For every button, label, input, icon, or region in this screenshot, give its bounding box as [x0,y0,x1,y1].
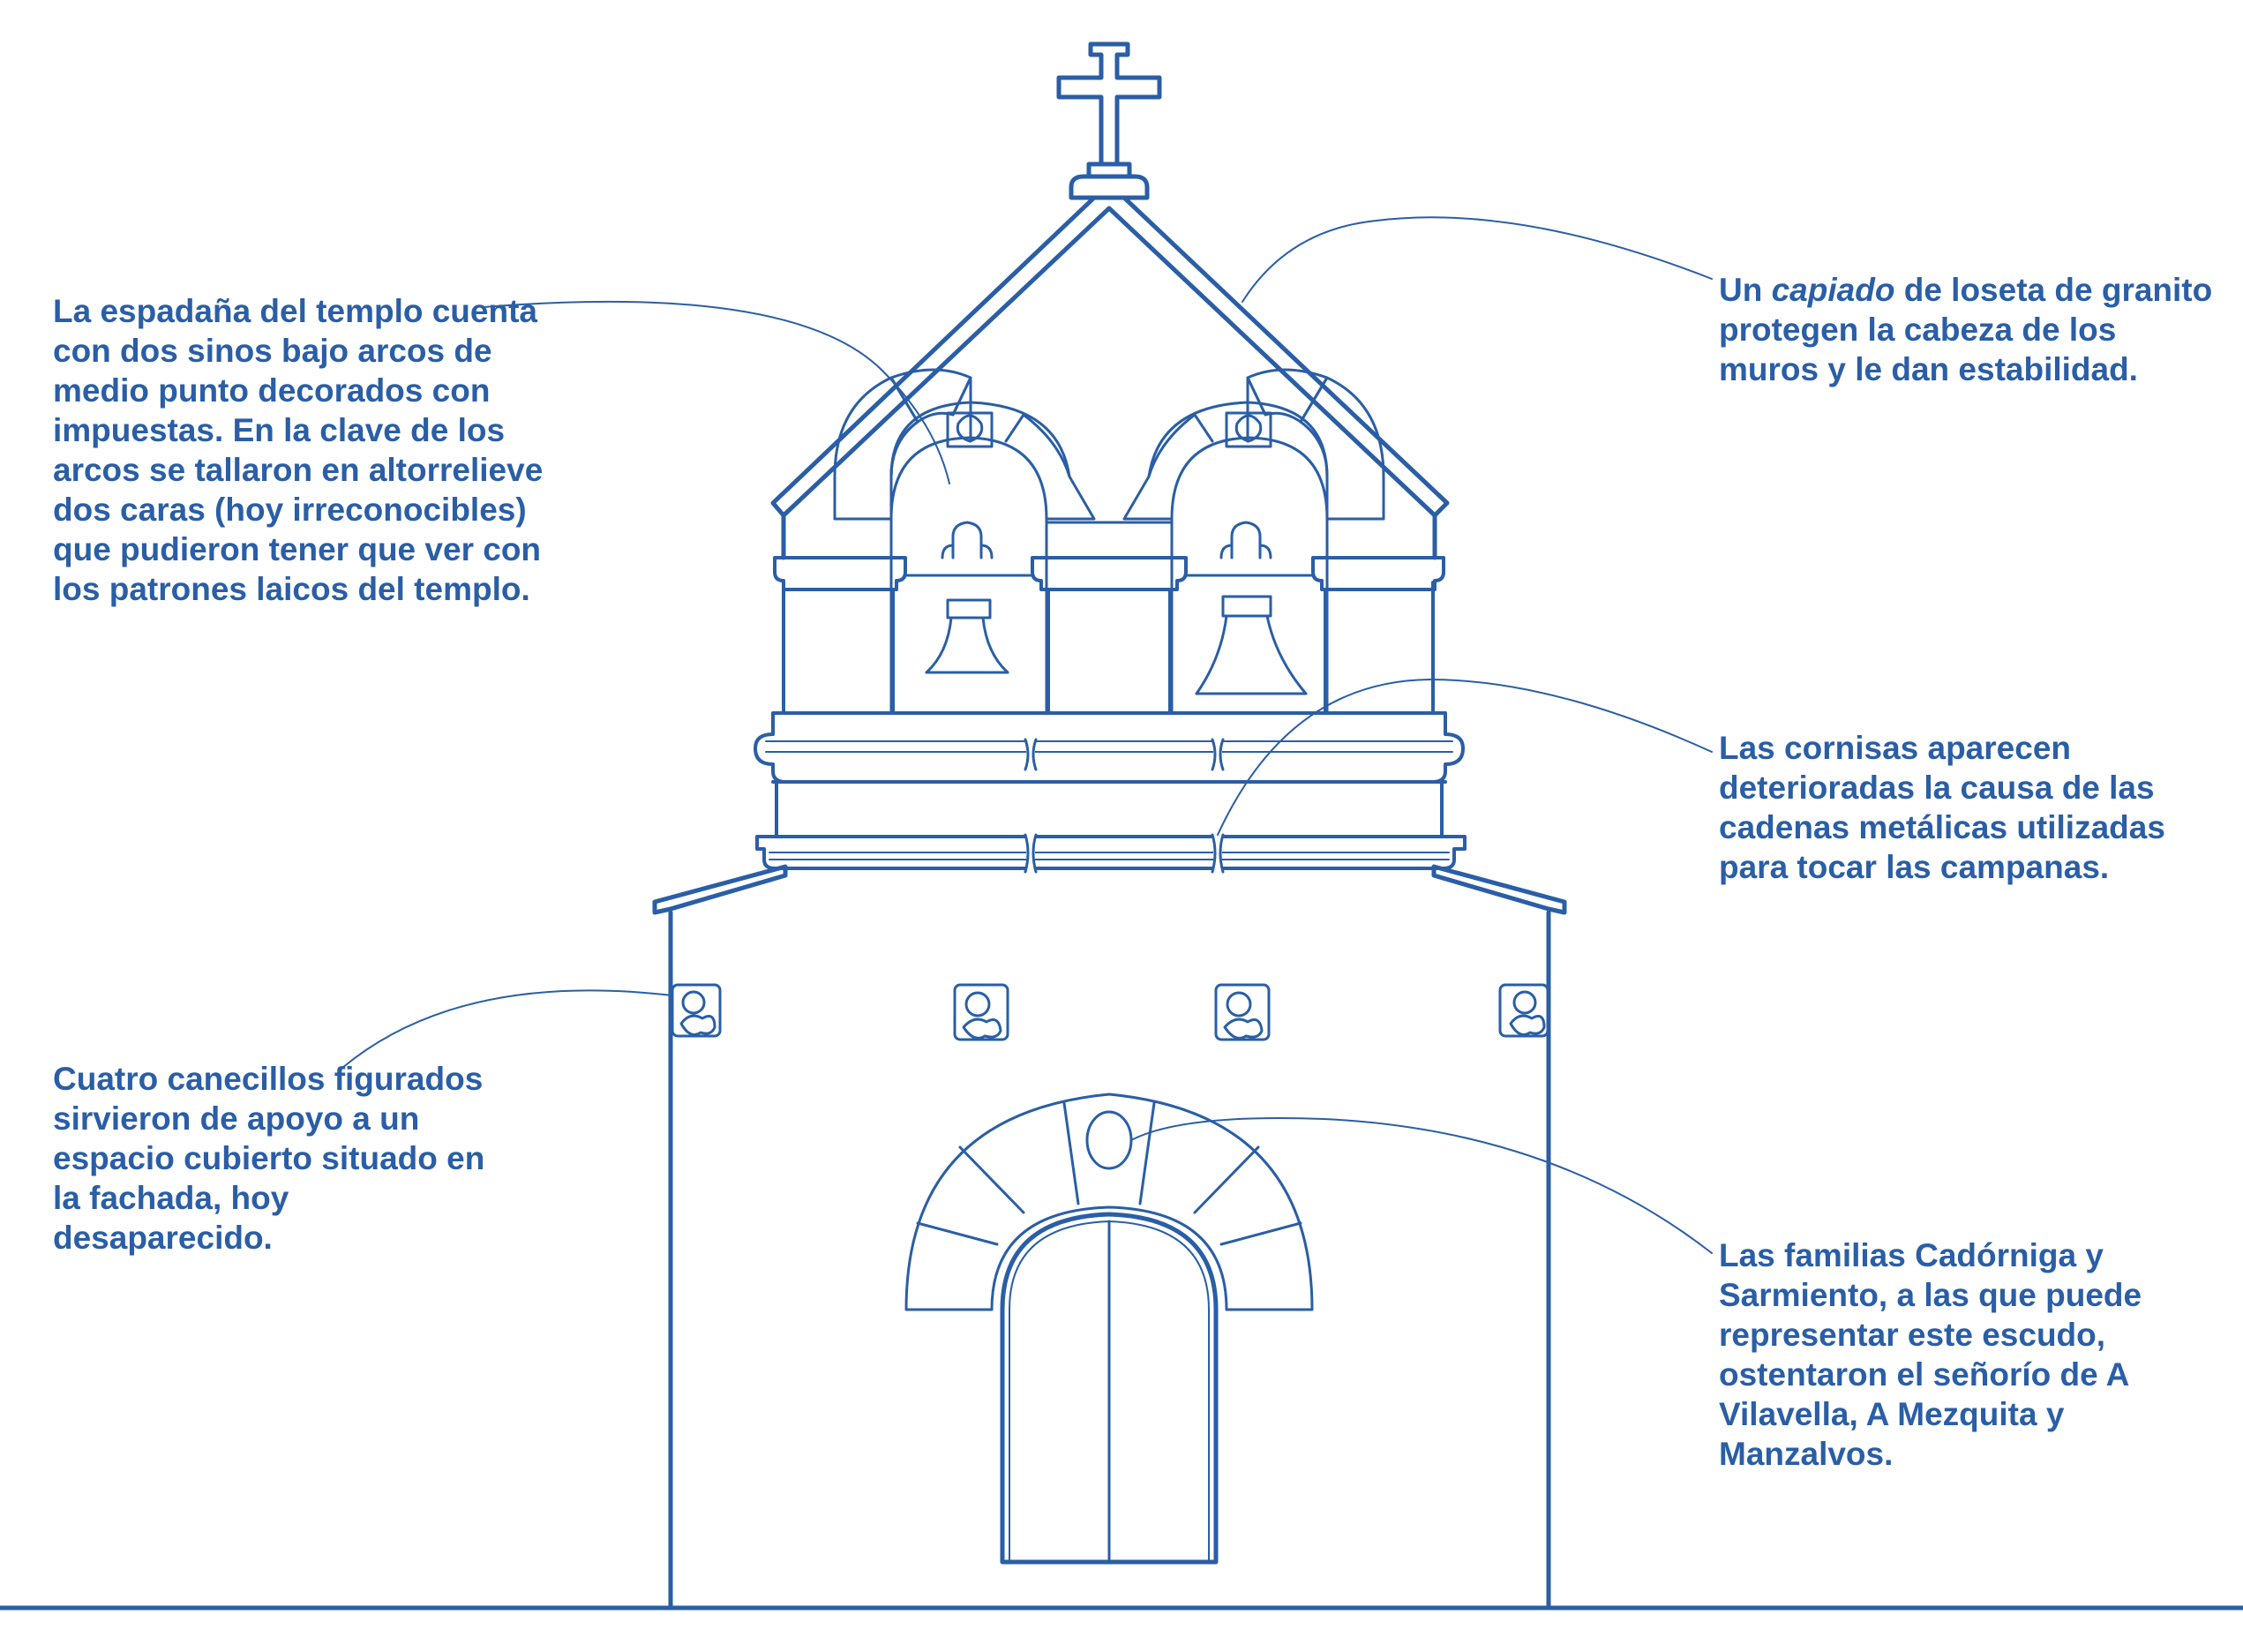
corbel-2 [953,983,1009,1041]
annotation-capiado: Un capiado de loseta de granito protegen… [1719,270,2213,389]
corbel-4 [1498,983,1549,1038]
leader-espadana [483,300,950,484]
annotation-espadana: La espadaña del templo cuenta con dos si… [53,293,544,607]
annotation-capiado-lead: Un [1719,272,1772,308]
leader-canecillos [341,989,673,1069]
lower-cornice [755,835,1467,870]
corbel-1 [671,983,722,1038]
cornice-chain-marks [1024,738,1225,874]
leader-cornisas [1217,679,1713,836]
left-bell [925,521,1009,674]
left-bell-arch [833,368,1096,715]
right-bell [1195,521,1308,695]
right-bell-arch [1122,368,1385,715]
belfry-impost-line [904,521,1315,577]
annotation-canecillos: Cuatro canecillos figurados sirvieron de… [53,1061,485,1256]
coat-of-arms [1085,1110,1133,1170]
leader-lines [341,216,1713,1254]
gable-roof [770,195,1450,560]
belfry-pilasters [773,556,1445,715]
cornice-drum [771,780,1447,838]
annotation-capiado-term: capiado [1771,272,1895,308]
right-eave-capping [1431,864,1567,915]
cross [1056,41,1162,200]
portal-door [1000,1212,1219,1565]
annotation-cornisas: Las cornisas aparecen deterioradas la ca… [1719,730,2165,885]
upper-cornice [754,711,1465,784]
corbels [671,983,1549,1041]
annotation-familias: Las familias Cadórniga y Sarmiento, a la… [1719,1237,2142,1472]
right-arch-keystone-face [1225,411,1272,448]
cornice-chain-damage [1026,733,1222,878]
left-eave-capping [652,864,788,915]
leader-familias [1130,1117,1713,1254]
annotation-capiado-rest: de loseta de granito protegen la cabeza … [1719,272,2213,387]
corbel-3 [1214,983,1271,1041]
leader-capiado [1242,216,1713,303]
left-arch-keystone-face [946,411,994,448]
